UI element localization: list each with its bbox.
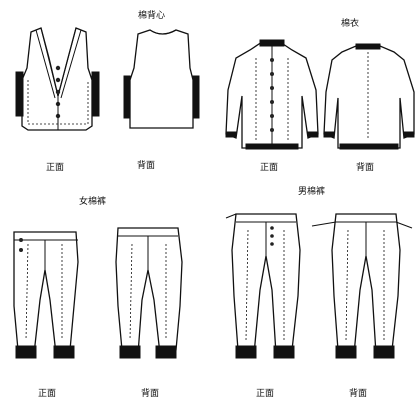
men-pants-title: 男棉裤 bbox=[298, 187, 326, 197]
men-pants-front-illustration bbox=[225, 213, 301, 359]
jacket-title: 棉衣 bbox=[341, 19, 360, 29]
vest-front-label: 正面 bbox=[46, 163, 65, 173]
men-pants-back-illustration bbox=[311, 213, 413, 359]
men-pants-front-label: 正面 bbox=[256, 389, 275, 399]
jacket-back-label: 背面 bbox=[356, 163, 375, 173]
vest-back-illustration bbox=[123, 29, 200, 129]
women-pants-front-illustration bbox=[13, 231, 79, 359]
women-pants-back-illustration bbox=[115, 227, 183, 359]
women-pants-title: 女棉裤 bbox=[79, 197, 107, 207]
jacket-front-illustration bbox=[225, 39, 319, 150]
men-pants-back-label: 背面 bbox=[349, 389, 368, 399]
vest-title: 棉背心 bbox=[138, 11, 166, 21]
vest-back-label: 背面 bbox=[137, 161, 156, 171]
women-pants-back-label: 背面 bbox=[141, 389, 160, 399]
women-pants-front-label: 正面 bbox=[38, 389, 57, 399]
jacket-front-label: 正面 bbox=[260, 163, 279, 173]
jacket-back-illustration bbox=[323, 43, 415, 150]
vest-front-illustration bbox=[15, 27, 100, 131]
